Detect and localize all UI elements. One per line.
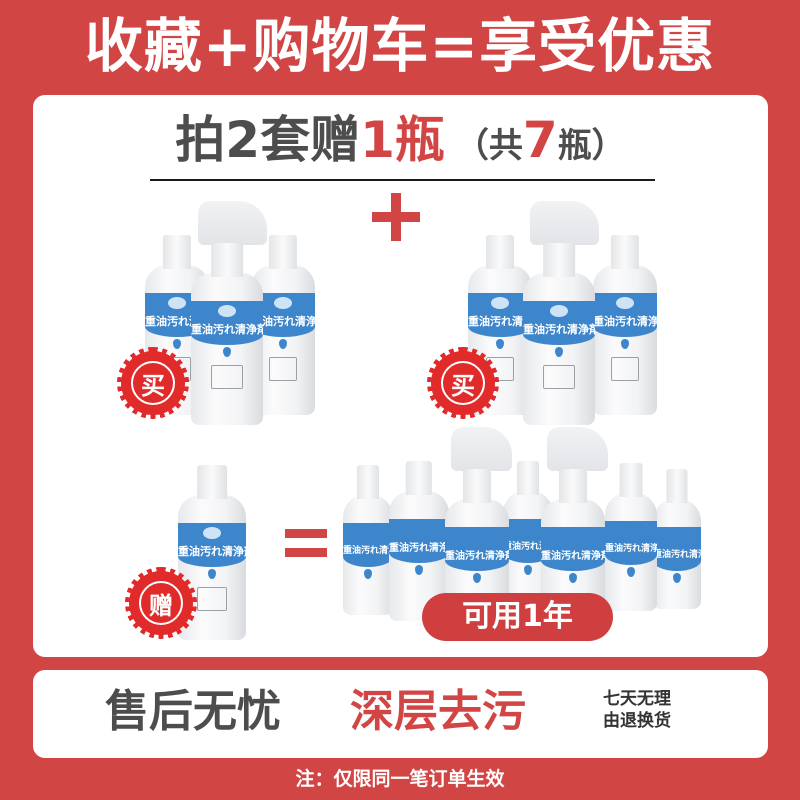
offer-title: 拍2套赠1瓶（共7瓶） [33, 105, 768, 175]
plus-icon [372, 193, 420, 241]
equals-icon [285, 529, 327, 557]
offer-gift-count: 1瓶 [360, 111, 445, 169]
spray-bottle: 重油汚れ清浄剤 [191, 201, 267, 425]
service-banner: 售后无忧 深层去污 七天无理 由退换货 [33, 670, 768, 758]
drop-icon [496, 339, 504, 349]
footnote: 注：仅限同一笔订单生效 [295, 768, 505, 790]
drop-icon [223, 347, 231, 357]
result-bottle-set: 重油汚れ清浄剤 重油汚れ清浄剤 重油汚れ清浄剤 重油汚れ清浄剤 重油汚れ清浄剤 … [343, 425, 703, 625]
buy-badge: 买 [427, 347, 499, 419]
bottle-set-1: 重油汚れ清浄剤 重油汚れ清浄剤 重油汚れ清浄剤 买 [103, 201, 333, 425]
spray-trigger-icon [198, 201, 267, 245]
promo-headline: 收藏+购物车=享受优惠 [84, 12, 716, 80]
drop-icon [279, 339, 287, 349]
after-sales-slogan: 售后无忧 [105, 686, 281, 737]
brand-logo-icon [616, 297, 634, 309]
offer-total-open: （共 [454, 126, 523, 166]
refill-bottle: 重油汚れ清浄剤 [653, 469, 701, 609]
kitchen-icon [211, 365, 243, 389]
spray-bottle: 重油汚れ清浄剤 [523, 201, 599, 425]
bottle-set-2: 重油汚れ清浄剤 重油汚れ清浄剤 重油汚れ清浄剤 买 [427, 201, 693, 425]
brand-logo-icon [491, 297, 509, 309]
usage-duration-pill: 可用1年 [422, 593, 613, 641]
brand-logo-icon [274, 297, 292, 309]
guarantee-line-2: 由退换货 [603, 711, 671, 731]
kitchen-icon [268, 357, 298, 381]
brand-logo-icon [168, 297, 186, 309]
gift-bottle-set: 重油汚れ清浄剤 赠 [123, 465, 273, 645]
drop-icon [555, 347, 563, 357]
refill-bottle: 重油汚れ清浄剤 [605, 463, 657, 611]
brand-logo-icon [218, 305, 236, 317]
offer-buy-text: 拍2套赠 [175, 111, 361, 169]
deep-clean-slogan: 深层去污 [350, 686, 526, 737]
drop-icon [621, 339, 629, 349]
drop-icon [208, 569, 216, 579]
brand-logo-icon [550, 305, 568, 317]
offer-card: 拍2套赠1瓶（共7瓶） 重油汚れ清浄剤 重油汚れ清浄剤 重油汚れ清浄剤 买 重油… [33, 95, 768, 657]
refill-bottle: 重油汚れ清浄剤 [593, 235, 657, 415]
drop-icon [173, 339, 181, 349]
gift-badge: 赠 [125, 567, 197, 639]
offer-total-num: 7 [522, 111, 558, 169]
kitchen-icon [197, 587, 227, 611]
brand-logo-icon [203, 527, 221, 539]
spray-bottle: 重油汚れ清浄剤 [445, 427, 513, 625]
kitchen-icon [543, 365, 575, 389]
refill-bottle: 重油汚れ清浄剤 [343, 465, 393, 615]
guarantee-line-1: 七天无理 [603, 689, 671, 709]
spray-trigger-icon [530, 201, 599, 245]
buy-badge: 买 [117, 347, 189, 419]
offer-total-close: 瓶） [557, 126, 626, 166]
title-divider [150, 179, 655, 181]
return-guarantee: 七天无理 由退换货 [603, 688, 678, 732]
kitchen-icon [610, 357, 640, 381]
